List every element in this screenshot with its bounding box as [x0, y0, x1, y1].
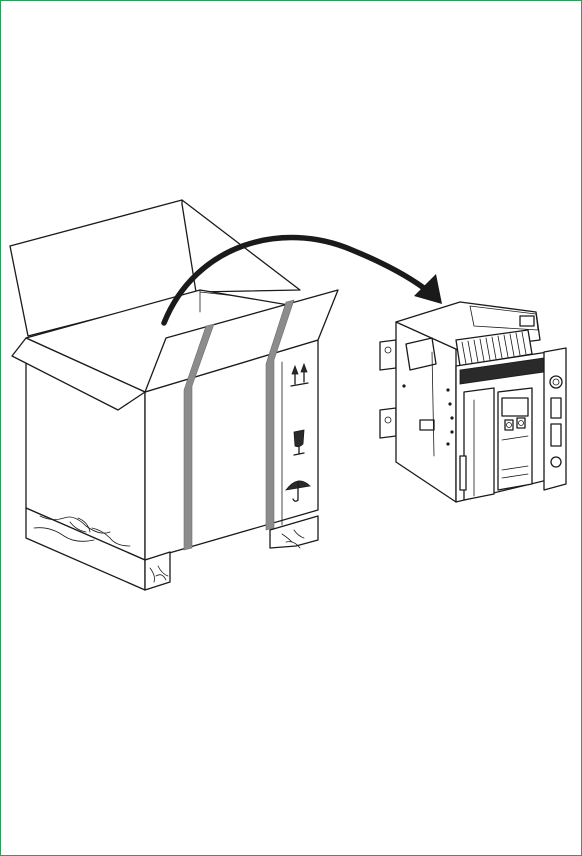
breaker-side-details [402, 351, 467, 491]
fragile-glass-icon [293, 429, 305, 456]
box-flap-front-left [11, 337, 146, 411]
box-markings-panel [281, 361, 311, 526]
box-interior-edge-2 [199, 291, 237, 297]
packing-box [9, 199, 339, 591]
box-tape [183, 299, 295, 551]
breaker-lifting-lug [405, 337, 437, 371]
circuit-breaker [379, 301, 567, 503]
curved-arrow-icon [161, 234, 442, 326]
keep-dry-umbrella-icon [285, 480, 311, 502]
box-pallet [25, 507, 319, 591]
this-way-up-icon [290, 362, 309, 387]
breaker-mounting-brackets [379, 339, 397, 439]
